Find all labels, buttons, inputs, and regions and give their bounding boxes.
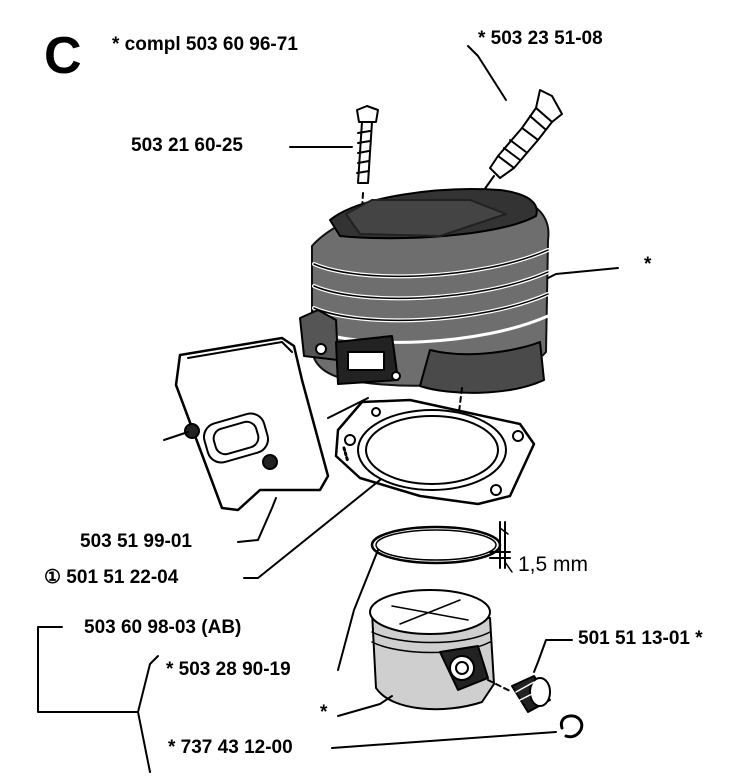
leader-lines xyxy=(37,45,619,773)
section-letter: C xyxy=(44,27,82,85)
label-muffler-gasket: 503 51 99-01 xyxy=(80,531,192,552)
label-piston-ring: * 503 28 90-19 xyxy=(166,659,291,680)
label-piston-kit: 503 60 98-03 (AB) xyxy=(84,617,242,638)
cylinder-drawing xyxy=(299,188,550,421)
muffler-gasket-drawing xyxy=(163,336,369,512)
ring-gap-dimension: 1,5 mm xyxy=(518,553,589,576)
complete-assembly-label: * compl 503 60 96-71 xyxy=(112,34,298,55)
piston-ring-drawing xyxy=(370,521,513,573)
label-cylinder-gasket: ① 501 51 22-04 xyxy=(44,567,179,588)
label-cylinder: * xyxy=(644,254,652,275)
label-spark-plug: * 503 23 51-08 xyxy=(478,28,603,49)
bolt-drawing xyxy=(356,105,379,211)
label-needle-bearing: 501 51 13-01 * xyxy=(578,628,703,649)
piston-drawing xyxy=(369,589,495,711)
label-bolt: 503 21 60-25 xyxy=(131,135,243,156)
label-circlip: * 737 43 12-00 xyxy=(168,737,293,758)
needle-bearing-drawing xyxy=(487,675,551,713)
label-piston: * xyxy=(320,702,328,723)
circlip-drawing xyxy=(559,714,584,739)
cylinder-gasket-drawing xyxy=(334,398,536,506)
